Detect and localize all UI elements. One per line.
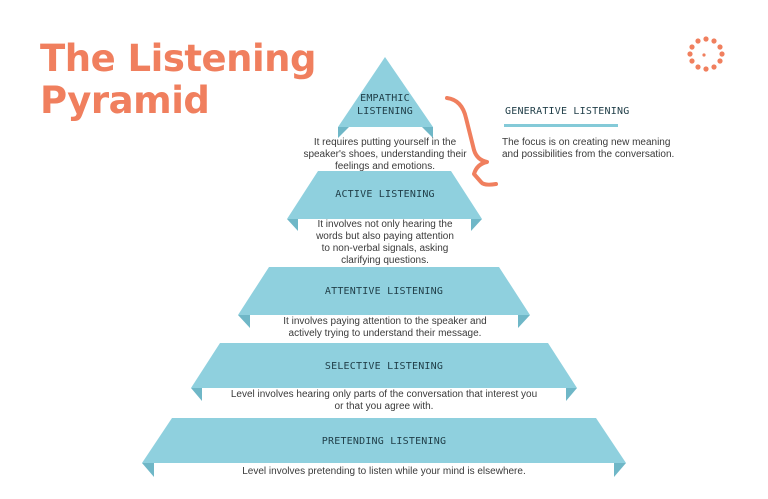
desc-line: speaker's shoes, understanding their [303, 149, 467, 160]
pyramid-level-selective [191, 343, 577, 401]
desc-line: actively trying to understand their mess… [288, 328, 482, 339]
curly-brace-icon [445, 96, 498, 187]
page-title: The Listening Pyramid [40, 38, 316, 122]
desc-line: The focus is on creating new meaning [502, 137, 671, 148]
title-line-2: Pyramid [40, 79, 210, 122]
level-desc-active: It involves not only hearing the words b… [290, 219, 480, 267]
level-desc-attentive: It involves paying attention to the spea… [240, 316, 530, 340]
level-desc-pretending: Level involves pretending to listen whil… [150, 466, 618, 478]
level-desc-selective: Level involves hearing only parts of the… [190, 389, 578, 413]
desc-line: It requires putting yourself in the [313, 137, 457, 148]
level-label-line: Empathic [360, 93, 410, 104]
level-label-attentive: Attentive Listening [324, 286, 444, 297]
desc-line: and possibilities from the conversation. [502, 149, 675, 160]
desc-line: Level involves hearing only parts of the… [230, 389, 538, 400]
level-label-empathic: Empathic Listening [335, 92, 435, 118]
pyramid-level-empathic [338, 57, 433, 138]
level-label-line: Listening [357, 106, 413, 117]
title-line-1: The Listening [40, 37, 316, 80]
desc-line: words but also paying attention [316, 231, 454, 242]
desc-line: to non-verbal signals, asking [321, 243, 449, 254]
level-label-selective: Selective Listening [324, 361, 444, 372]
level-desc-empathic: It requires putting yourself in the spea… [290, 137, 480, 173]
desc-line: It involves not only hearing the [317, 219, 453, 230]
pyramid-level-attentive [238, 267, 530, 328]
dotted-ring-icon [687, 36, 725, 72]
generative-title: Generative Listening [505, 106, 630, 117]
level-label-pretending: Pretending Listening [321, 436, 447, 447]
desc-line: or that you agree with. [334, 401, 434, 412]
desc-line: It involves paying attention to the spea… [283, 316, 487, 327]
desc-line: Level involves pretending to listen whil… [242, 466, 526, 477]
generative-underline [504, 124, 618, 127]
desc-line: feelings and emotions. [334, 161, 436, 172]
level-label-active: Active Listening [335, 189, 435, 200]
desc-line: clarifying questions. [341, 255, 429, 266]
pyramid-level-active [287, 171, 482, 231]
pyramid-level-pretending [142, 418, 626, 477]
generative-desc: The focus is on creating new meaning and… [502, 137, 717, 161]
